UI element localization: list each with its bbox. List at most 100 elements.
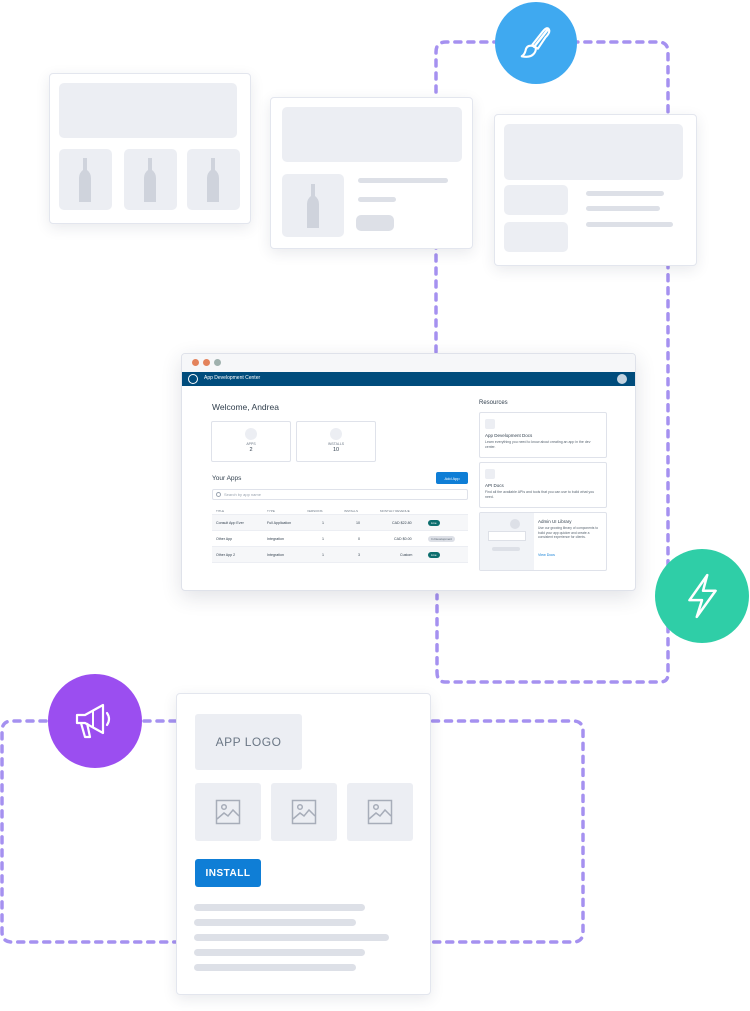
placeholder-line <box>358 178 448 183</box>
resource-card-app-docs[interactable]: App Development Docs Learn everything yo… <box>479 412 607 458</box>
megaphone-badge <box>48 674 142 768</box>
nav-title: App Development Center <box>204 375 261 381</box>
cell-title: Consult App Ever <box>216 520 244 525</box>
column-header: INSTALLS <box>344 508 358 513</box>
cell-type: Full Application <box>267 520 292 525</box>
table-header: TITLE TYPE VERSIONS INSTALLS MONTHLY REV… <box>212 507 468 515</box>
resource-description: Learn everything you need to know about … <box>485 440 591 449</box>
stat-value: 10 <box>332 447 340 453</box>
placeholder-tile <box>59 149 112 210</box>
image-placeholder-icon <box>367 799 393 825</box>
add-app-label: Add App <box>444 475 460 481</box>
cell-installs: 0 <box>358 536 360 541</box>
column-header: MONTHLY REVENUE <box>380 508 410 513</box>
description-line <box>194 934 389 941</box>
installs-icon <box>330 428 342 440</box>
placeholder-line <box>586 222 673 227</box>
placeholder-button <box>356 215 394 231</box>
cell-versions: 1 <box>322 520 324 525</box>
placeholder-tile <box>187 149 240 210</box>
status-badge: In Development <box>428 535 456 542</box>
search-placeholder: Search by app name <box>224 492 261 497</box>
description-line <box>194 949 365 956</box>
resources-heading: Resources <box>479 400 508 406</box>
wireframe-card-grid <box>49 73 251 224</box>
window-titlebar <box>182 354 635 372</box>
placeholder-block <box>504 185 568 215</box>
stat-installs: INSTALLS 10 <box>296 421 376 462</box>
cell-revenue: CAD $22.80 <box>392 520 412 525</box>
lightning-bolt-icon <box>688 573 717 619</box>
search-icon <box>216 492 221 497</box>
resource-description: Find all the available APIs and tools th… <box>485 490 595 499</box>
placeholder-line <box>358 197 396 202</box>
install-button[interactable]: INSTALL <box>195 859 261 887</box>
resource-description: Use our growing library of components to… <box>538 526 599 540</box>
dashboard-window: App Development Center Welcome, Andrea A… <box>181 353 636 591</box>
stat-label: INSTALLS <box>327 442 345 446</box>
window-minimize-dot[interactable] <box>203 359 210 366</box>
table-row[interactable]: Consult App Ever Full Application 1 10 C… <box>212 515 468 531</box>
ui-library-illustration <box>480 513 534 570</box>
tools-icon <box>485 419 495 429</box>
cell-type: Integration <box>267 536 284 541</box>
placeholder-line <box>586 191 664 196</box>
window-maximize-dot[interactable] <box>214 359 221 366</box>
logo-icon[interactable] <box>188 374 198 384</box>
code-icon <box>485 469 495 479</box>
image-placeholder-icon <box>291 799 317 825</box>
placeholder-block <box>504 222 568 252</box>
placeholder-banner <box>282 107 462 162</box>
app-listing-card: APP LOGO INSTALL <box>176 693 431 995</box>
screenshot-placeholder <box>195 783 261 841</box>
add-app-button[interactable]: Add App <box>436 472 468 484</box>
description-line <box>194 964 356 971</box>
resource-card-api-docs[interactable]: API Docs Find all the available APIs and… <box>479 462 607 508</box>
apps-icon <box>245 428 257 440</box>
resource-title: App Development Docs <box>485 433 533 438</box>
wireframe-card-product <box>270 97 473 249</box>
cell-versions: 1 <box>322 536 324 541</box>
cell-revenue: CAD $0.00 <box>394 536 412 541</box>
cell-versions: 1 <box>322 552 324 557</box>
column-header: VERSIONS <box>307 508 323 513</box>
resource-title: Admin UI Library <box>538 519 572 524</box>
window-close-dot[interactable] <box>192 359 199 366</box>
column-header: TYPE <box>267 508 275 513</box>
cell-title: Other App <box>216 536 233 541</box>
wireframe-card-list <box>494 114 697 266</box>
bottle-icon <box>207 158 219 202</box>
table-row[interactable]: Other App Integration 1 0 CAD $0.00 In D… <box>212 531 468 547</box>
bottle-icon <box>307 184 319 228</box>
table-row[interactable]: Other App 2 Integration 1 3 Custom Live <box>212 547 468 563</box>
bolt-badge <box>655 549 749 643</box>
cell-installs: 3 <box>358 552 360 557</box>
stat-label: APPS <box>246 442 256 446</box>
status-badge: Live <box>428 551 440 558</box>
description-line <box>194 904 365 911</box>
view-docs-link[interactable]: View Docs <box>538 553 555 557</box>
stat-apps: APPS 2 <box>211 421 291 462</box>
apps-table: TITLE TYPE VERSIONS INSTALLS MONTHLY REV… <box>212 507 468 563</box>
placeholder-tile <box>124 149 177 210</box>
status-badge: Live <box>428 519 440 526</box>
stat-value: 2 <box>249 447 253 453</box>
resource-title: API Docs <box>485 483 504 488</box>
search-input[interactable]: Search by app name <box>212 489 468 500</box>
placeholder-image <box>282 174 344 237</box>
cell-title: Other App 2 <box>216 552 236 557</box>
screenshot-placeholder <box>347 783 413 841</box>
paintbrush-icon <box>520 27 551 58</box>
welcome-heading: Welcome, Andrea <box>212 402 279 412</box>
app-navbar: App Development Center <box>182 372 635 386</box>
screenshot-placeholder <box>271 783 337 841</box>
image-placeholder-icon <box>215 799 241 825</box>
user-avatar[interactable] <box>617 374 627 384</box>
placeholder-banner <box>59 83 237 138</box>
brush-badge <box>495 2 577 84</box>
column-header: TITLE <box>216 508 225 513</box>
resource-card-ui-library[interactable]: Admin UI Library Use our growing library… <box>479 512 607 571</box>
megaphone-icon <box>75 703 111 739</box>
placeholder-line <box>586 206 660 211</box>
placeholder-banner <box>504 124 683 180</box>
